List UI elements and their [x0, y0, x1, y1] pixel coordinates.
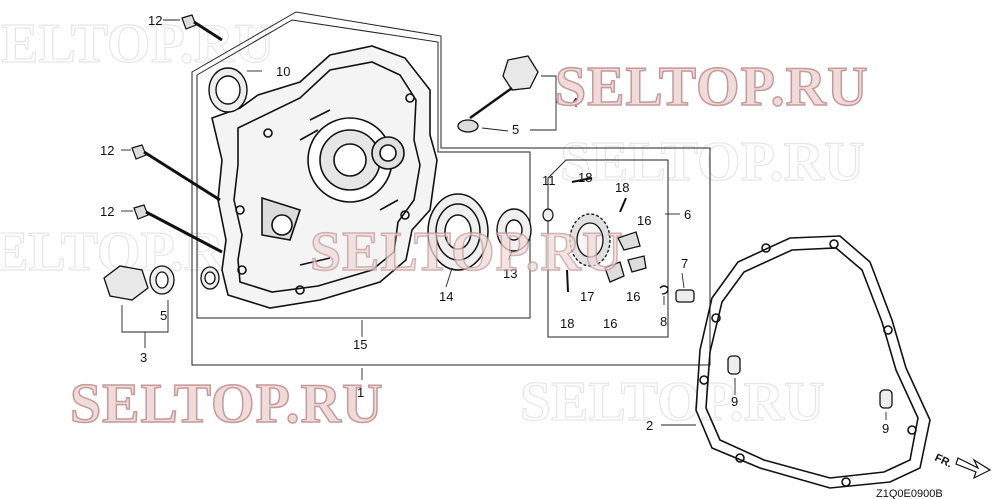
fr-label: FR.: [933, 452, 954, 470]
drawing-code: Z1Q0E0900B: [876, 488, 943, 499]
assembly-frame-6: [547, 159, 669, 338]
callout-16: 16: [603, 316, 617, 331]
callout-4: 4: [571, 95, 578, 110]
callout-12: 12: [148, 13, 162, 28]
callout-18: 18: [560, 316, 574, 331]
leader-lines: [121, 19, 887, 426]
ghost-watermark: SELTOP.RU: [560, 131, 865, 193]
callout-11: 11: [542, 173, 556, 188]
callout-2: 2: [646, 418, 653, 433]
callout-8: 8: [660, 314, 667, 329]
callout-12: 12: [100, 143, 114, 158]
dipstick-4: [457, 55, 539, 133]
callout-12: 12: [100, 204, 114, 219]
governor-assembly-6: [566, 177, 647, 293]
washer-11: [542, 208, 554, 222]
callout-16: 16: [626, 289, 640, 304]
front-direction-marker: FR.: [933, 452, 992, 480]
callout-16: 16: [637, 213, 651, 228]
group-frames: [191, 11, 711, 366]
crankcase-cover: [211, 45, 438, 309]
assembly-frame-15: [196, 19, 531, 319]
callout-7: 7: [681, 256, 688, 271]
callout-labels: 12 10 4 5 12 12 11 18 18 16 6 7 16 8 13 …: [100, 13, 889, 436]
case-gasket-2: [695, 235, 931, 489]
flange-bolts-12: [131, 14, 223, 254]
callout-18: 18: [615, 180, 629, 195]
cover-seal: [200, 266, 220, 290]
ghost-watermark: SELTOP.RU: [520, 371, 825, 433]
oil-seal-10: [208, 67, 248, 113]
arrow-icon: [955, 457, 992, 480]
callout-18: 18: [578, 170, 592, 185]
watermark-text: SELTOP.RU: [310, 221, 624, 283]
ghost-watermark: SELTOP.RU: [0, 13, 275, 75]
callout-10: 10: [276, 64, 290, 79]
callout-9: 9: [882, 421, 889, 436]
watermark-text: SELTOP.RU: [70, 373, 384, 435]
callout-5: 5: [160, 308, 167, 323]
callout-17: 17: [580, 289, 594, 304]
filler-cap-3: [103, 265, 175, 301]
callout-15: 15: [353, 337, 367, 352]
callout-6: 6: [684, 207, 691, 222]
watermark-text: SELTOP.RU: [555, 56, 869, 118]
callout-13: 13: [503, 266, 517, 281]
assembly-frame-1: [191, 11, 711, 366]
governor-shaft-7: [659, 285, 695, 303]
callout-5: 5: [512, 122, 519, 137]
callout-14: 14: [439, 289, 453, 304]
ball-bearing-14: [427, 193, 489, 271]
seltop-watermarks: SELTOP.RU SELTOP.RU SELTOP.RU: [69, 55, 869, 436]
ball-bearing-13: [496, 208, 532, 252]
callout-3: 3: [140, 350, 147, 365]
callout-9: 9: [731, 394, 738, 409]
dowel-pins-9: [727, 355, 893, 409]
callout-1: 1: [357, 385, 364, 400]
